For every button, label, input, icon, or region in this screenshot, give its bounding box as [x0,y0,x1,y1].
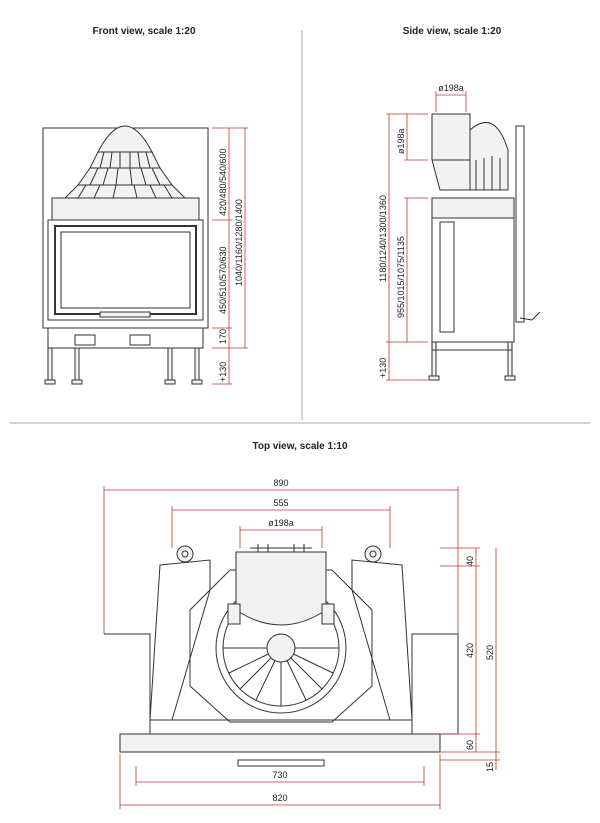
front-dim-legs: +130 [218,362,228,382]
top-right-bolt [364,545,382,563]
top-dim-730: 730 [272,770,287,780]
top-view-title: Top view, scale 1:10 [252,441,348,452]
front-door-handle [99,311,151,318]
top-dim-60: 60 [465,740,475,750]
top-dim-40: 40 [465,556,475,566]
top-left-wing [149,559,211,721]
top-dim-555: 555 [273,498,288,508]
side-dim-overall: 1180/1240/1300/1360 [378,195,388,282]
front-dome [97,125,153,153]
top-front-plate [119,733,441,753]
top-dim-890: 890 [273,478,288,488]
side-view-title: Side view, scale 1:20 [402,26,502,37]
side-view-drawing [428,113,541,381]
top-dim-520: 520 [485,645,495,660]
side-legs [428,341,516,381]
front-dim-middle: 450/510/570/630 [218,246,228,314]
front-dimension-lines [212,127,248,385]
front-dim-base: 170 [218,329,228,344]
top-dim-15: 15 [485,762,495,772]
side-back-plate [515,125,525,323]
front-view-drawing [42,125,209,385]
side-door [439,221,455,333]
top-handle [237,759,325,767]
top-view-drawing [104,544,459,767]
top-left-bolt [176,545,194,563]
top-dim-820: 820 [272,793,287,803]
side-dimension-lines [386,91,467,381]
side-dim-flue-top: ø198a [438,83,464,93]
front-hood [51,197,200,221]
side-dim-flue-side: ø198a [396,128,406,154]
front-view-title: Front view, scale 1:20 [92,26,196,37]
front-dim-upper: 420/480/540/600 [218,148,228,216]
front-firebox [47,219,204,321]
top-dim-flue: ø198a [268,518,294,528]
side-dome [469,121,509,191]
front-legs [44,347,203,385]
front-dim-overall: 1040/1160/1280/1400 [234,199,244,286]
side-dim-legs: +130 [378,358,388,378]
side-body [431,197,515,343]
side-flue-collar [431,113,471,161]
top-flue-collar [235,551,327,626]
front-base [47,327,204,349]
top-dim-420: 420 [465,643,475,658]
side-dim-body: 955/1015/1075/1135 [396,236,406,318]
front-door-glass [54,225,197,315]
top-octagon-frame [189,569,373,723]
top-dimension-lines [103,486,500,809]
top-right-wing [351,559,413,721]
